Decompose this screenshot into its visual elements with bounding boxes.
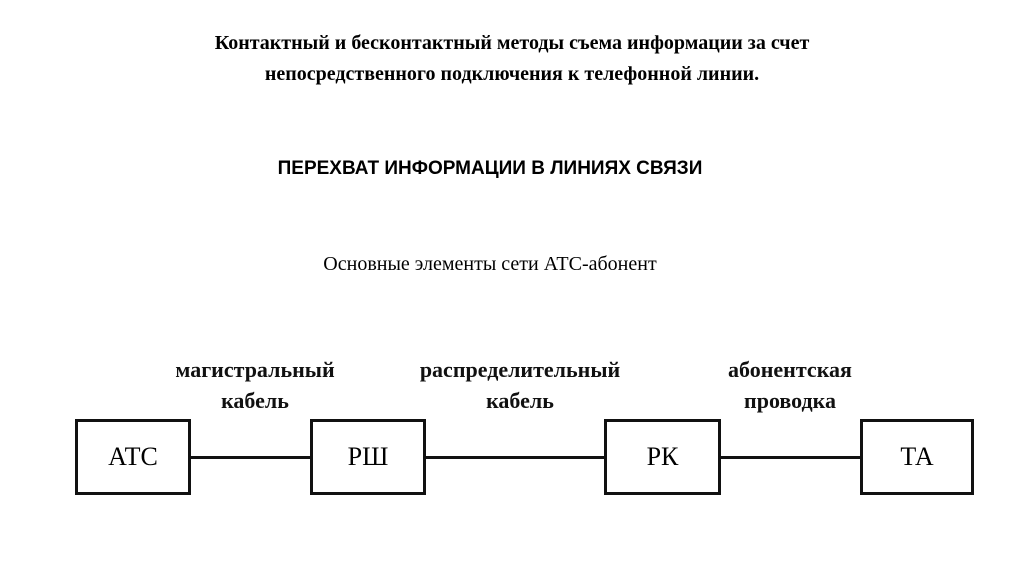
- diagram-caption: Основные элементы сети АТС-абонент: [323, 253, 657, 275]
- slide-title-line-2: непосредственного подключения к телефонн…: [264, 63, 760, 85]
- node-rk: РК: [604, 419, 721, 495]
- link-label-line: кабель: [486, 388, 554, 413]
- connector-rk-ta: [720, 456, 862, 459]
- section-heading: ПЕРЕХВАТ ИНФОРМАЦИИ В ЛИНИЯХ СВЯЗИ: [277, 158, 703, 179]
- link-label-trunk-cable: магистральный кабель: [130, 354, 380, 416]
- node-label: АТС: [108, 442, 158, 471]
- link-label-line: магистральный: [175, 357, 335, 382]
- link-label-line: проводка: [744, 388, 836, 413]
- link-label-subscriber-wiring: абонентская проводка: [680, 354, 900, 416]
- link-label-line: абонентская: [728, 357, 852, 382]
- slide-title: Контактный и бесконтактный методы съема …: [0, 28, 1024, 90]
- node-ats: АТС: [75, 419, 191, 495]
- node-ta: ТА: [860, 419, 974, 495]
- node-label: РК: [646, 442, 679, 471]
- node-rsh: РШ: [310, 419, 426, 495]
- link-label-line: распределительный: [419, 357, 621, 382]
- node-label: ТА: [900, 442, 934, 471]
- connector-rsh-rk: [425, 456, 606, 459]
- link-label-line: кабель: [221, 388, 289, 413]
- connector-ats-rsh: [190, 456, 312, 459]
- slide-title-line-1: Контактный и бесконтактный методы съема …: [214, 32, 810, 54]
- node-label: РШ: [347, 442, 389, 471]
- link-label-distribution-cable: распределительный кабель: [375, 354, 665, 416]
